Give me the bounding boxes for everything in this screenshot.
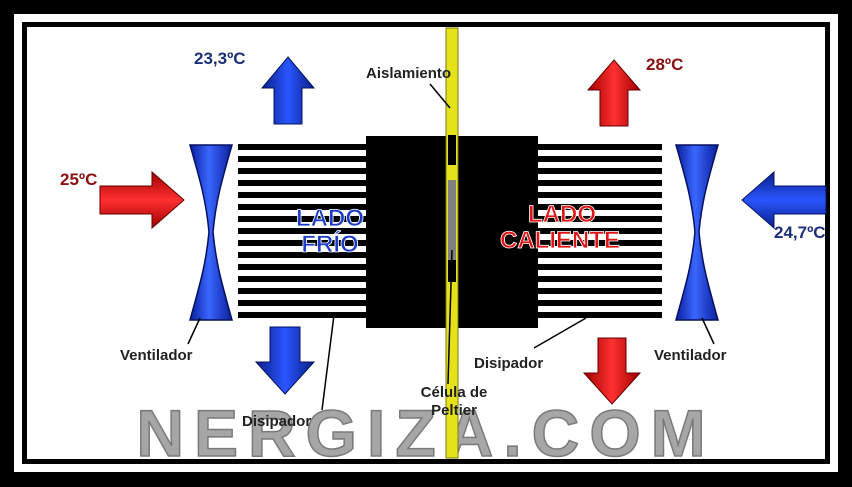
- right-heatsink-body: [458, 136, 538, 328]
- insulation-gap-top: [448, 135, 456, 165]
- hot-side-label-line2: CALIENTE: [500, 227, 620, 254]
- cold-side-label-line2: FRÍO: [301, 230, 358, 258]
- cold-inflow-arrow-icon: [741, 170, 827, 230]
- right-fan-icon: [675, 144, 719, 321]
- hot-downflow-arrow-icon: [582, 337, 642, 405]
- hot-outflow-temp: 28ºC: [646, 55, 683, 74]
- cold-inflow-temp: 24,7ºC: [774, 223, 826, 242]
- cold-downflow-arrow-icon: [254, 326, 316, 395]
- right-fan-label: Ventilador: [654, 347, 727, 364]
- right-heatsink-fins: [530, 144, 662, 318]
- peltier-cell-label-line1: Célula de: [421, 384, 488, 401]
- watermark-text: NERGIZA.COM: [136, 396, 715, 470]
- left-heatsink-fins: [238, 144, 370, 318]
- leader-lines: [187, 83, 715, 411]
- cold-outflow-arrow-icon: [260, 56, 316, 125]
- insulation-label: Aislamiento: [366, 65, 451, 82]
- peltier-cell: [448, 180, 456, 260]
- hot-inflow-temp: 25ºC: [60, 170, 97, 189]
- peltier-cell-label-line2: Peltier: [431, 402, 477, 419]
- cold-outflow-temp: 23,3ºC: [194, 49, 246, 68]
- hot-inflow-arrow-icon: [99, 170, 185, 230]
- left-fan-icon: [189, 144, 233, 321]
- hot-outflow-arrow-icon: [586, 59, 642, 127]
- left-heatsink-body: [366, 136, 450, 328]
- left-fan-label: Ventilador: [120, 347, 193, 364]
- right-heatsink-label: Disipador: [474, 355, 543, 372]
- left-heatsink-label: Disipador: [242, 413, 311, 430]
- hot-side-label-line1: LADO: [528, 201, 596, 228]
- cold-side-label-line1: LADO: [296, 205, 364, 232]
